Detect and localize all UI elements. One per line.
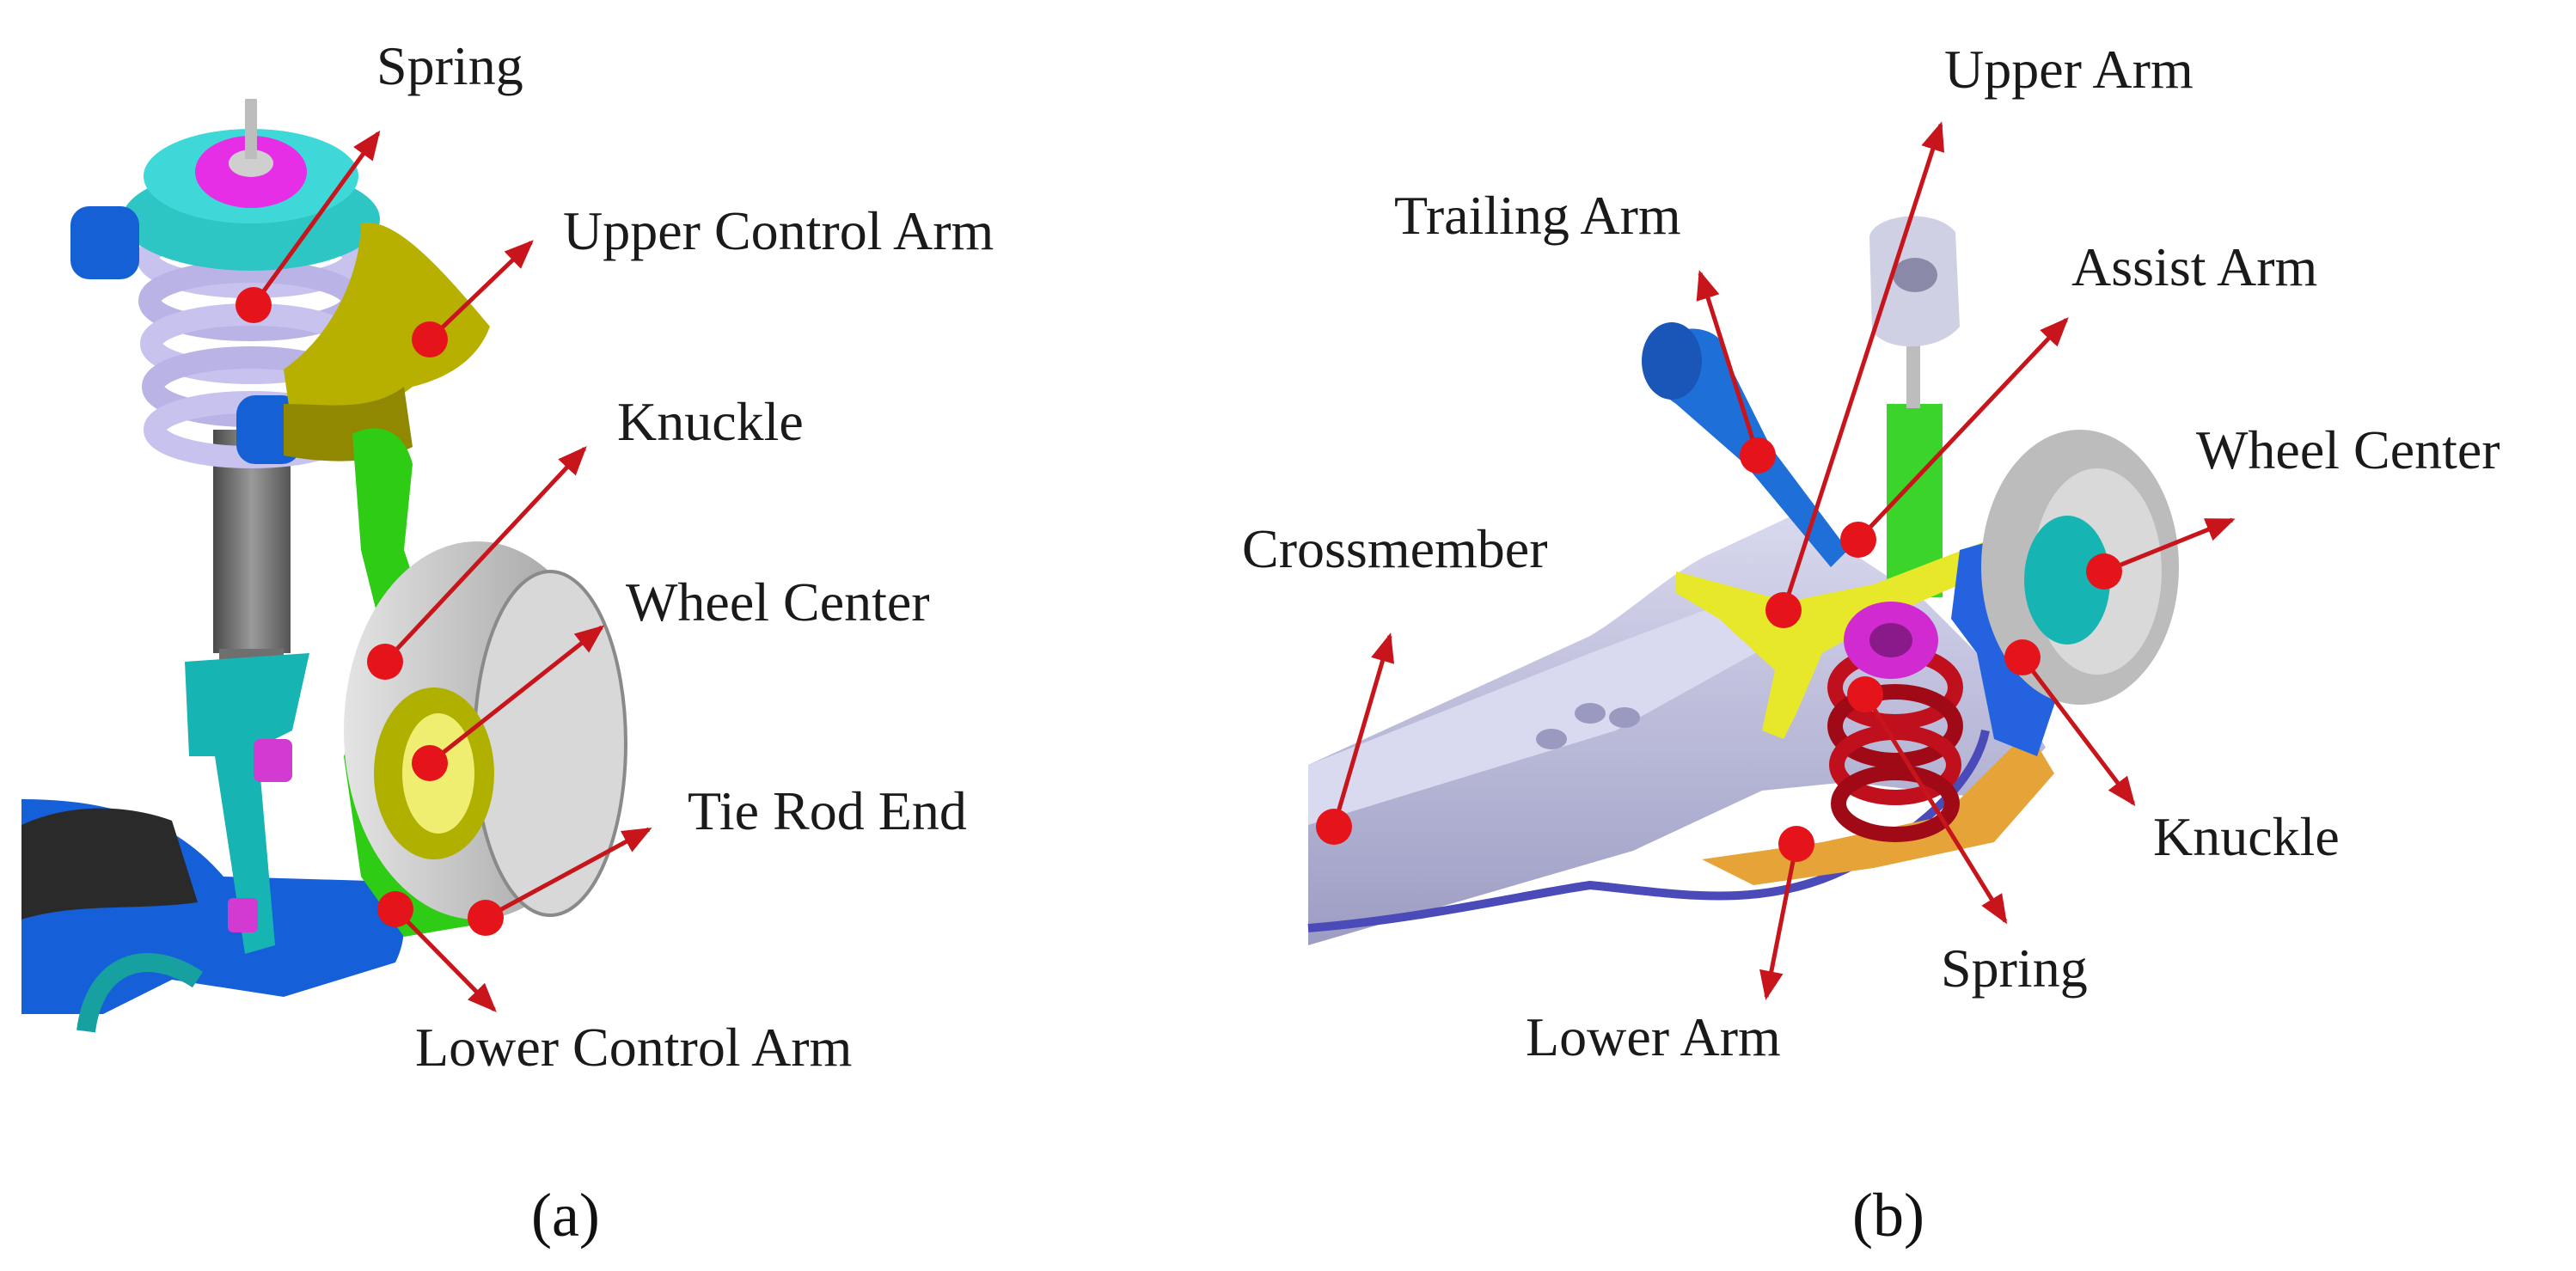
dot-knuckle-b: [2004, 639, 2041, 675]
arrow-crossmember: [1331, 632, 1395, 828]
label-wheel-center-b: Wheel Center: [2196, 419, 2500, 480]
panel-b: Upper Arm Trailing Arm Assist Arm Wheel …: [1242, 39, 2500, 1250]
arrow-wheel-center-b: [2103, 517, 2236, 574]
panel-b-illustration: [1307, 216, 2179, 945]
panel-a: Spring Upper Control Arm Knuckle Wheel C…: [21, 35, 994, 1250]
dot-knuckle-a: [367, 644, 403, 680]
caption-a: (a): [531, 1181, 600, 1250]
brake-rotor-edge-shape: [473, 570, 627, 917]
label-lower-control-arm: Lower Control Arm: [415, 1017, 852, 1078]
label-lower-arm: Lower Arm: [1526, 1006, 1781, 1067]
arrow-assist-arm: [1857, 317, 2069, 541]
top-mount-b-stud-shape: [1893, 258, 1937, 292]
callouts-a: [236, 130, 652, 1012]
dot-upper-control-arm: [412, 321, 448, 357]
dot-wheel-center-b: [2086, 553, 2122, 590]
arrow-lower-arm: [1759, 843, 1799, 1000]
arrow-tie-rod-end: [484, 827, 652, 920]
label-assist-arm: Assist Arm: [2071, 236, 2317, 297]
label-spring-a: Spring: [376, 35, 523, 96]
link-bushing-shape: [254, 739, 292, 782]
damper-rod-shape: [1906, 344, 1920, 408]
label-spring-b: Spring: [1941, 938, 2088, 999]
dot-lower-arm: [1778, 826, 1814, 862]
upper-control-arm-shape: [284, 223, 490, 430]
dot-trailing-arm: [1740, 437, 1776, 474]
label-knuckle-b: Knuckle: [2153, 806, 2340, 867]
spring-b-shape: [1827, 645, 1963, 842]
stabilizer-bar-b-shape: [1307, 729, 1990, 932]
subframe-shape: [21, 808, 198, 920]
trailing-arm-bushing-shape: [1642, 322, 1702, 400]
dot-upper-arm: [1765, 592, 1802, 628]
strut-bracket-shape: [185, 653, 309, 954]
labels-a: Spring Upper Control Arm Knuckle Wheel C…: [376, 35, 994, 1078]
arrow-trailing-arm: [1696, 270, 1760, 456]
dot-lower-control-arm: [377, 891, 413, 927]
arrow-knuckle-b: [2021, 656, 2136, 807]
arrow-lower-control-arm: [394, 907, 497, 1012]
label-upper-arm: Upper Arm: [1944, 39, 2194, 100]
label-crossmember: Crossmember: [1242, 518, 1548, 579]
dot-spring-a: [236, 287, 272, 323]
crossmember-hole-3: [1609, 707, 1640, 728]
stabilizer-bar-shape: [76, 953, 204, 1033]
callouts-b: [1316, 121, 2236, 1000]
lower-arm-shape: [1702, 730, 2054, 885]
label-tie-rod-end: Tie Rod End: [688, 780, 967, 841]
dot-assist-arm: [1840, 522, 1876, 558]
labels-b: Upper Arm Trailing Arm Assist Arm Wheel …: [1242, 39, 2500, 1067]
dot-tie-rod-end: [468, 900, 504, 936]
crossmember-top-shape: [1308, 602, 1771, 825]
arrow-knuckle-a: [383, 446, 587, 663]
arrow-spring-b: [1863, 693, 2008, 925]
spring-seat-inner-shape: [1869, 623, 1912, 657]
label-upper-control-arm: Upper Control Arm: [563, 200, 994, 261]
top-mount-cap-shape: [229, 150, 273, 177]
crossmember-hole-2: [1575, 703, 1606, 724]
upper-bushing-left-shape: [70, 206, 139, 279]
arrow-wheel-center-a: [428, 625, 605, 765]
dot-crossmember: [1316, 809, 1352, 845]
hub-b-shape: [2024, 516, 2110, 645]
label-wheel-center-a: Wheel Center: [626, 571, 930, 632]
label-trailing-arm: Trailing Arm: [1394, 185, 1681, 246]
arrow-spring-a: [251, 130, 381, 307]
crossmember-hole-1: [1536, 729, 1567, 749]
panel-a-illustration: [21, 99, 627, 1033]
dot-spring-b: [1847, 676, 1883, 712]
caption-b: (b): [1852, 1181, 1924, 1250]
arrow-upper-arm: [1781, 121, 1945, 611]
dot-wheel-center-a: [412, 745, 448, 781]
top-stud-shape: [245, 99, 257, 159]
link-lower-bushing-shape: [228, 898, 258, 932]
arrow-upper-control-arm: [428, 240, 534, 341]
label-knuckle-a: Knuckle: [617, 391, 804, 452]
